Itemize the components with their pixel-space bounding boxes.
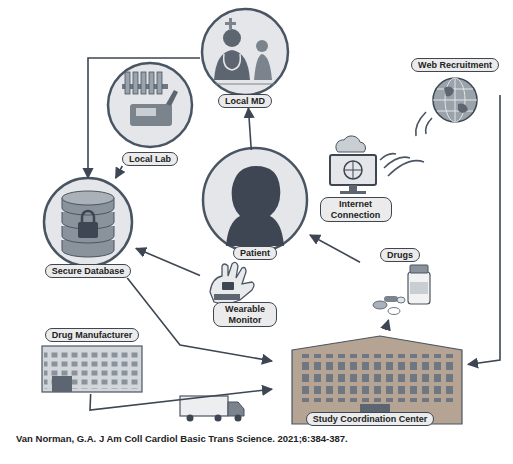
icon-node: Patient xyxy=(200,150,310,260)
flow-connector xyxy=(90,389,272,410)
icon-node: Wearable Monitor xyxy=(200,262,290,327)
icon-node: Drugs xyxy=(360,248,440,320)
node-label: Secure Database xyxy=(45,264,132,278)
globe-icon xyxy=(433,78,477,122)
icon-node: Local MD xyxy=(200,8,290,108)
flow-connector xyxy=(385,320,388,330)
patient-icon xyxy=(203,148,307,252)
node-label: Drug Manufacturer xyxy=(45,328,140,342)
icon-node: Drug Manufacturer xyxy=(30,328,154,394)
computer-icon xyxy=(330,136,376,194)
factory-building xyxy=(42,346,142,392)
flow-connector xyxy=(310,235,360,262)
drugs-icon xyxy=(373,265,430,315)
icon-node: Secure Database xyxy=(40,178,136,278)
node-label: Wearable Monitor xyxy=(213,302,277,327)
node-label: Local Lab xyxy=(122,152,178,166)
icon-node: Local Lab xyxy=(100,66,200,166)
lab-icon xyxy=(108,63,192,147)
truck-icon xyxy=(180,396,244,422)
center-building xyxy=(292,336,462,424)
node-label: Patient xyxy=(233,246,277,260)
wireless-waves xyxy=(380,112,432,176)
icon-node: Study Coordination Center xyxy=(272,330,468,426)
flow-connector xyxy=(248,108,251,150)
node-label: Local MD xyxy=(218,94,272,108)
doctor-icon xyxy=(202,9,288,95)
node-label: Internet Connection xyxy=(320,197,392,222)
icon-node: Internet Connection xyxy=(318,138,394,222)
flow-connector xyxy=(116,166,123,178)
node-label: Web Recruitment xyxy=(411,58,499,72)
glove-icon xyxy=(210,262,254,303)
flow-connector xyxy=(88,58,200,178)
flow-connector xyxy=(136,248,200,275)
node-label: Study Coordination Center xyxy=(306,412,435,426)
icon-node: Web Recruitment xyxy=(405,58,505,128)
source-caption: Van Norman, G.A. J Am Coll Cardiol Basic… xyxy=(16,433,348,444)
database-icon xyxy=(44,178,132,266)
node-label: Drugs xyxy=(380,248,420,262)
flow-connector xyxy=(468,95,500,364)
